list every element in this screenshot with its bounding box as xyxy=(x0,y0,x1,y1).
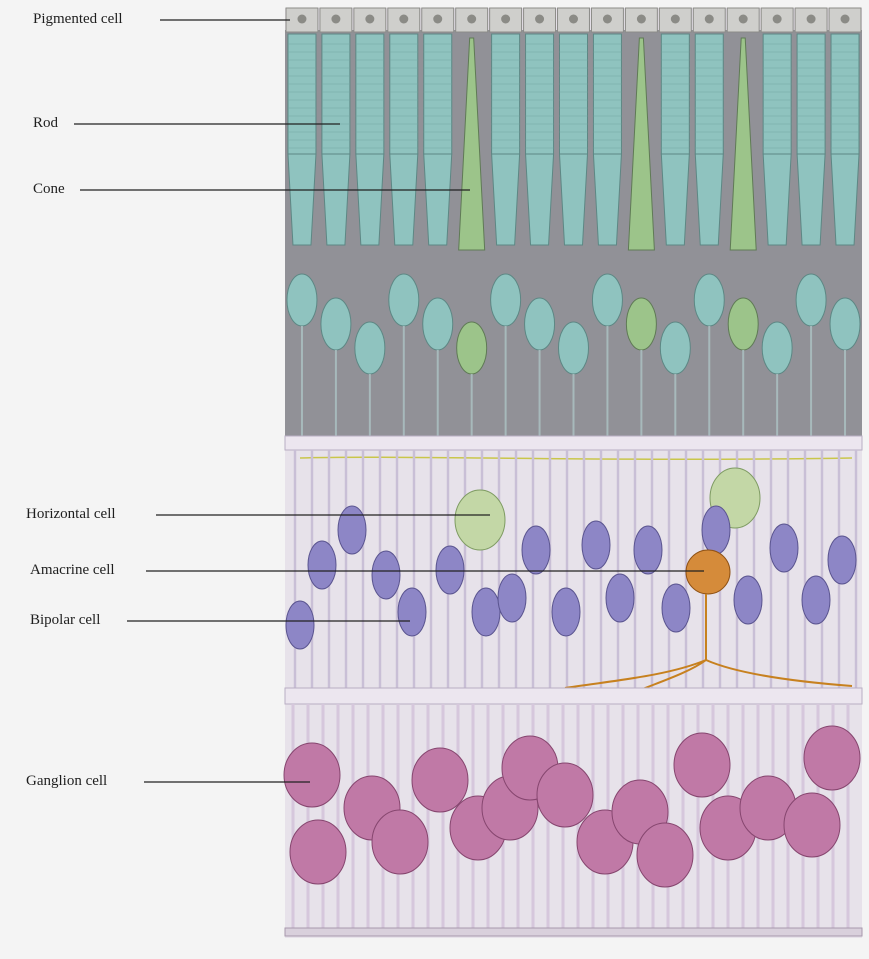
rod-inner-segment xyxy=(322,154,350,245)
photoreceptor-nucleus xyxy=(525,298,555,350)
pigment-nucleus xyxy=(297,15,306,24)
label-pigmented-cell: Pigmented cell xyxy=(33,11,123,27)
pigment-nucleus xyxy=(501,15,510,24)
inner-plexiform-layer xyxy=(285,688,862,704)
rod-inner-segment xyxy=(661,154,689,245)
pigment-nucleus xyxy=(773,15,782,24)
rod-inner-segment xyxy=(763,154,791,245)
pigment-nucleus xyxy=(365,15,374,24)
ganglion-cell xyxy=(412,748,468,812)
bipolar-cell xyxy=(770,524,798,572)
photoreceptor-nucleus xyxy=(355,322,385,374)
bipolar-cell xyxy=(552,588,580,636)
bipolar-cell xyxy=(498,574,526,622)
label-bipolar-cell: Bipolar cell xyxy=(30,612,100,628)
amacrine-cell xyxy=(686,550,730,594)
bipolar-cell xyxy=(522,526,550,574)
pigment-nucleus xyxy=(807,15,816,24)
bipolar-cell xyxy=(308,541,336,589)
bipolar-cell xyxy=(436,546,464,594)
ganglion-cell xyxy=(804,726,860,790)
bipolar-cell xyxy=(338,506,366,554)
photoreceptor-nucleus xyxy=(796,274,826,326)
pigment-nucleus xyxy=(739,15,748,24)
photoreceptor-nucleus xyxy=(592,274,622,326)
ganglion-cell xyxy=(637,823,693,887)
bipolar-cell xyxy=(734,576,762,624)
outer-plexiform-layer xyxy=(285,436,862,450)
photoreceptor-nucleus xyxy=(321,298,351,350)
photoreceptor-nucleus xyxy=(491,274,521,326)
bipolar-cell xyxy=(702,506,730,554)
horizontal-cell xyxy=(455,490,505,550)
photoreceptor-nucleus xyxy=(287,274,317,326)
rod-inner-segment xyxy=(526,154,554,245)
label-cone: Cone xyxy=(33,181,65,197)
rod-inner-segment xyxy=(797,154,825,245)
retina-layers xyxy=(284,8,862,938)
bipolar-cell xyxy=(582,521,610,569)
bipolar-cell xyxy=(828,536,856,584)
photoreceptor-nucleus xyxy=(389,274,419,326)
pigment-nucleus xyxy=(399,15,408,24)
rod-inner-segment xyxy=(424,154,452,245)
pigment-nucleus xyxy=(637,15,646,24)
pigment-nucleus xyxy=(535,15,544,24)
pigment-nucleus xyxy=(603,15,612,24)
ganglion-cell xyxy=(284,743,340,807)
bipolar-cell xyxy=(372,551,400,599)
pigment-nucleus xyxy=(331,15,340,24)
pigment-nucleus xyxy=(841,15,850,24)
ganglion-cell xyxy=(290,820,346,884)
ganglion-cell xyxy=(372,810,428,874)
rod-inner-segment xyxy=(560,154,588,245)
bipolar-cell xyxy=(634,526,662,574)
photoreceptor-nucleus xyxy=(694,274,724,326)
ganglion-cell xyxy=(784,793,840,857)
bipolar-cell xyxy=(662,584,690,632)
rod-inner-segment xyxy=(593,154,621,245)
ganglion-cell xyxy=(537,763,593,827)
photoreceptor-nucleus xyxy=(728,298,758,350)
pigment-nucleus xyxy=(671,15,680,24)
bipolar-cell xyxy=(802,576,830,624)
bipolar-cell xyxy=(472,588,500,636)
ganglion-cell xyxy=(674,733,730,797)
rod-inner-segment xyxy=(695,154,723,245)
photoreceptor-nucleus xyxy=(830,298,860,350)
nerve-fibre-layer xyxy=(285,928,862,936)
photoreceptor-nucleus xyxy=(457,322,487,374)
label-ganglion-cell: Ganglion cell xyxy=(26,773,107,789)
photoreceptor-nucleus xyxy=(559,322,589,374)
label-horizontal-cell: Horizontal cell xyxy=(26,506,116,522)
rod-inner-segment xyxy=(288,154,316,245)
rod-inner-segment xyxy=(492,154,520,245)
photoreceptor-nucleus xyxy=(423,298,453,350)
pigment-nucleus xyxy=(433,15,442,24)
photoreceptor-nucleus xyxy=(626,298,656,350)
pigment-nucleus xyxy=(705,15,714,24)
rod-inner-segment xyxy=(390,154,418,245)
pigment-nucleus xyxy=(467,15,476,24)
pigment-nucleus xyxy=(569,15,578,24)
bipolar-cell xyxy=(606,574,634,622)
label-amacrine-cell: Amacrine cell xyxy=(30,562,115,578)
photoreceptor-nucleus xyxy=(762,322,792,374)
label-rod: Rod xyxy=(33,115,58,131)
bipolar-cell xyxy=(286,601,314,649)
rod-inner-segment xyxy=(831,154,859,245)
photoreceptor-nucleus xyxy=(660,322,690,374)
bipolar-cell xyxy=(398,588,426,636)
rod-inner-segment xyxy=(356,154,384,245)
